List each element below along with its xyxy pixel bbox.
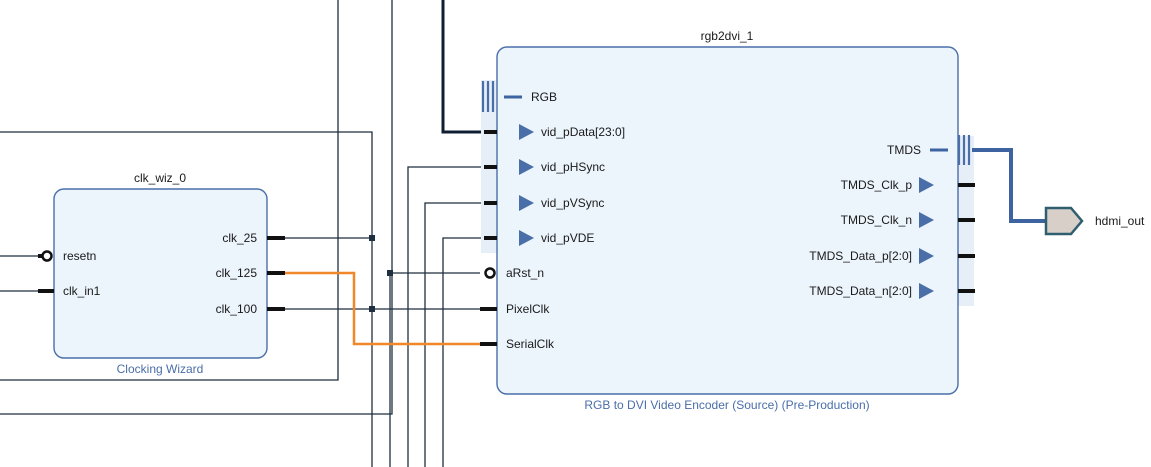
active-low-bubble-icon [41, 250, 53, 262]
output-arrow-icon [919, 248, 934, 264]
input-arrow-icon [519, 124, 534, 140]
port-hdmi-out: hdmi_out [1095, 214, 1145, 228]
port-arst-n: aRst_n [506, 266, 544, 280]
port-tmds-clk-n: TMDS_Clk_n [841, 213, 912, 227]
bus-interface-icon[interactable] [957, 135, 971, 165]
rgb2dvi-instance-name: rgb2dvi_1 [701, 29, 754, 43]
clk-wiz-ip-name: Clocking Wizard [117, 362, 204, 376]
port-clk-100: clk_100 [216, 302, 258, 316]
port-vid-pvde: vid_pVDE [541, 231, 594, 245]
clk-wiz-instance-name: clk_wiz_0 [134, 171, 186, 185]
output-arrow-icon [919, 283, 934, 299]
port-serialclk: SerialClk [506, 337, 555, 351]
wires [0, 0, 484, 467]
net-junction [369, 306, 375, 312]
port-vid-phsync: vid_pHSync [541, 160, 605, 174]
port-clk-in1: clk_in1 [63, 284, 101, 298]
net-top-left-2[interactable] [0, 0, 393, 415]
output-arrow-icon [919, 177, 934, 193]
port-clk-25: clk_25 [222, 231, 257, 245]
port-rgb: RGB [531, 90, 557, 104]
net-tmds-bus[interactable] [972, 148, 1046, 223]
output-arrow-icon [919, 212, 934, 228]
net-vid-pdata[interactable] [441, 0, 484, 134]
rgb2dvi-ip-name: RGB to DVI Video Encoder (Source) (Pre-P… [584, 398, 869, 412]
active-low-bubble-icon [484, 267, 496, 279]
port-pixelclk: PixelClk [506, 302, 550, 316]
net-junction [369, 235, 375, 241]
net-left-clock-bus[interactable] [0, 131, 373, 467]
net-vid-pvsync[interactable] [424, 202, 484, 467]
net-serialclk-highlighted[interactable] [284, 271, 484, 346]
port-tmds: TMDS [887, 143, 921, 157]
hdmi-out-port[interactable]: hdmi_out [1044, 206, 1145, 236]
net-arst-n[interactable] [389, 272, 480, 467]
net-top-left[interactable] [0, 0, 339, 381]
output-port-icon[interactable] [1044, 206, 1084, 236]
port-vid-pdata: vid_pData[23:0] [541, 125, 625, 139]
net-junction [387, 270, 393, 276]
clk-wiz-block[interactable]: clk_wiz_0 Clocking Wizard resetn clk_in1… [38, 171, 285, 376]
net-vid-phsync[interactable] [407, 166, 484, 467]
port-resetn: resetn [63, 249, 96, 263]
port-tmds-data-n: TMDS_Data_n[2:0] [809, 284, 912, 298]
port-vid-pvsync: vid_pVSync [541, 196, 604, 210]
bus-interface-icon[interactable] [481, 81, 495, 112]
input-arrow-icon [519, 159, 534, 175]
net-vid-pvde[interactable] [442, 237, 484, 467]
input-arrow-icon [519, 195, 534, 211]
port-clk-125: clk_125 [216, 266, 258, 280]
rgb2dvi-block[interactable]: rgb2dvi_1 RGB to DVI Video Encoder (Sour… [480, 29, 975, 412]
input-arrow-icon [519, 230, 534, 246]
port-tmds-clk-p: TMDS_Clk_p [841, 178, 913, 192]
port-tmds-data-p: TMDS_Data_p[2:0] [809, 249, 912, 263]
